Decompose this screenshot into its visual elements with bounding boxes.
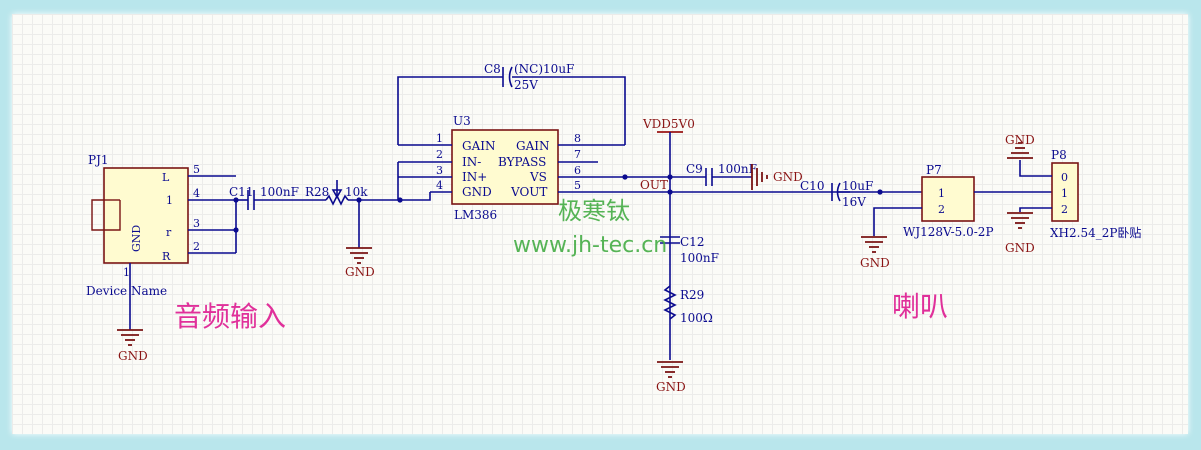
u3-pin-name: GAIN bbox=[516, 139, 550, 153]
u3-pin: 2 bbox=[436, 148, 443, 161]
pj1-pin: 4 bbox=[193, 187, 200, 200]
p8-pin: 1 bbox=[1061, 187, 1068, 200]
c11-label: C11 bbox=[229, 185, 253, 199]
u3-pin: 1 bbox=[436, 132, 443, 145]
p8-pin: 2 bbox=[1061, 203, 1068, 216]
r29-label: R29 bbox=[680, 288, 704, 302]
out-net-label: OUT bbox=[640, 178, 668, 192]
pj1-pin: 1 bbox=[123, 266, 130, 279]
p8-connector bbox=[1051, 162, 1079, 222]
u3-pin: 3 bbox=[436, 164, 443, 177]
pj1-pin: 2 bbox=[193, 240, 200, 253]
pj1-jack bbox=[91, 167, 237, 330]
ground-symbol bbox=[1007, 142, 1033, 159]
u3-pin-name: GAIN bbox=[462, 139, 496, 153]
p7-label: P7 bbox=[926, 163, 942, 177]
ground-symbol bbox=[1007, 212, 1033, 229]
pj1-inner-label: r bbox=[166, 226, 172, 239]
r28-label: R28 bbox=[305, 185, 329, 199]
p7-pin: 1 bbox=[938, 187, 945, 200]
pj1-inner-label: GND bbox=[130, 225, 143, 252]
pj1-inner-label: 1 bbox=[166, 194, 173, 207]
u3-part: LM386 bbox=[454, 208, 497, 222]
c8-value: (NC)10uF bbox=[514, 62, 574, 76]
gnd-label: GND bbox=[656, 380, 686, 394]
pj1-inner-label: R bbox=[162, 250, 171, 263]
c10-voltage: 16V bbox=[842, 195, 866, 209]
u3-pin-name: VS bbox=[529, 170, 547, 184]
c11-value: 100nF bbox=[260, 185, 299, 199]
u3-pin: 4 bbox=[436, 179, 443, 192]
gnd-label: GND bbox=[1005, 133, 1035, 147]
vdd-label: VDD5V0 bbox=[642, 117, 695, 131]
gnd-label: GND bbox=[118, 349, 148, 363]
c10-value: 10uF bbox=[842, 179, 873, 193]
u3-pin: 5 bbox=[574, 179, 581, 192]
watermark-url: www.jh-tec.cn bbox=[513, 233, 667, 258]
p8-part: XH2.54_2P卧贴 bbox=[1050, 226, 1141, 240]
u3-amplifier bbox=[451, 129, 559, 205]
ground-symbol bbox=[861, 236, 887, 253]
pj1-inner-label: L bbox=[162, 171, 170, 184]
watermark-brand: 极寒钛 bbox=[558, 197, 630, 225]
p8-label: P8 bbox=[1051, 148, 1067, 162]
gnd-label: GND bbox=[860, 256, 890, 270]
p7-connector bbox=[921, 176, 975, 222]
ground-symbol bbox=[751, 164, 768, 190]
pj1-pin: 5 bbox=[193, 163, 200, 176]
u3-pin: 8 bbox=[574, 132, 581, 145]
u3-pin-name: GND bbox=[462, 185, 492, 199]
pj1-label: PJ1 bbox=[88, 153, 109, 167]
gnd-label: GND bbox=[1005, 241, 1035, 255]
c12-value: 100nF bbox=[680, 251, 719, 265]
speaker-title: 喇叭 bbox=[892, 290, 948, 323]
device-name-label: Device Name bbox=[86, 284, 167, 298]
gnd-label: GND bbox=[773, 170, 803, 184]
r28-value: 10k bbox=[345, 185, 368, 199]
gnd-label: GND bbox=[345, 265, 375, 279]
u3-pin: 7 bbox=[574, 148, 581, 161]
pj1-pin: 3 bbox=[193, 217, 200, 230]
p7-pin: 2 bbox=[938, 203, 945, 216]
u3-pin-name: BYPASS bbox=[498, 155, 546, 169]
audio-input-title: 音频输入 bbox=[174, 300, 286, 333]
c12-label: C12 bbox=[680, 235, 704, 249]
u3-pin: 6 bbox=[574, 164, 581, 177]
p7-part: WJ128V-5.0-2P bbox=[903, 225, 994, 239]
u3-label: U3 bbox=[453, 114, 471, 128]
c8-label: C8 bbox=[484, 62, 501, 76]
u3-pin-name: IN- bbox=[462, 155, 481, 169]
u3-pin-name: IN+ bbox=[462, 170, 487, 184]
r29-resistor bbox=[663, 285, 677, 320]
c9-value: 100nF bbox=[718, 162, 757, 176]
ground-symbol bbox=[117, 329, 143, 346]
u3-pin-name: VOUT bbox=[510, 185, 547, 199]
c9-label: C9 bbox=[686, 162, 703, 176]
p8-pin: 0 bbox=[1061, 171, 1068, 184]
c8-voltage: 25V bbox=[514, 78, 538, 92]
c10-label: C10 bbox=[800, 179, 824, 193]
ground-symbol bbox=[346, 247, 372, 264]
r29-value: 100Ω bbox=[680, 311, 713, 325]
schematic-frame bbox=[12, 14, 1188, 434]
ground-symbol bbox=[657, 361, 683, 378]
